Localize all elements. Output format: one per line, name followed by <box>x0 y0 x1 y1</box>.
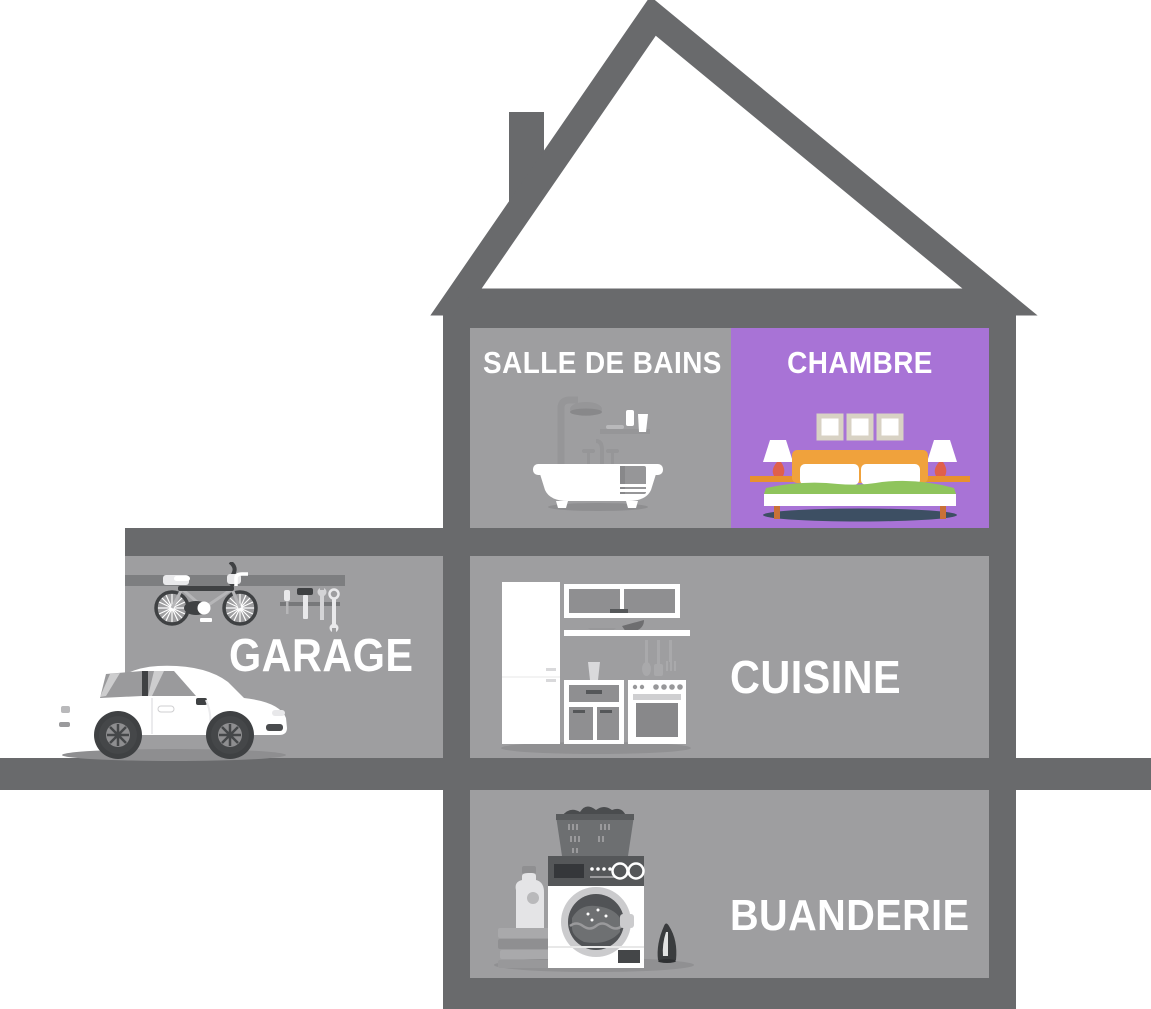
roof-eave <box>443 297 1016 328</box>
hammer-icon <box>297 588 313 619</box>
tools-icon <box>280 586 340 633</box>
stove-oven <box>628 680 686 744</box>
kitchen-shadow <box>501 742 691 754</box>
nightstand-lamp-left <box>750 440 804 482</box>
faucet-spout <box>595 439 604 464</box>
b-pillar <box>142 671 148 696</box>
hanging-utensils <box>642 640 676 676</box>
bottle <box>626 410 634 426</box>
bathtub-shower-icon <box>533 396 663 511</box>
blanket <box>764 480 956 494</box>
roof-and-chimney <box>430 0 1038 328</box>
tool-rail <box>280 602 340 606</box>
house-base <box>443 978 1016 1009</box>
wrench-icon <box>317 586 327 620</box>
bed-shadow <box>763 508 957 522</box>
rear-wheel <box>94 711 142 759</box>
tail-light <box>61 706 70 713</box>
pillow-left <box>800 464 859 485</box>
car-icon <box>59 665 287 761</box>
bathtub-shadow <box>548 503 648 511</box>
wall-right <box>989 300 1016 1009</box>
screwdriver-icon <box>284 590 290 614</box>
faucet-handles <box>582 449 619 464</box>
fridge <box>502 582 560 744</box>
shelf-with-bowls <box>564 620 690 636</box>
upper-cabinet <box>564 584 680 618</box>
car-shadow <box>62 749 286 761</box>
bike-frame <box>170 572 248 622</box>
front-wheel <box>206 711 254 759</box>
room-label-cuisine: CUISINE <box>730 651 902 703</box>
jug <box>588 662 600 680</box>
detergent-bottle <box>515 866 544 928</box>
room-label-buanderie: BUANDERIE <box>730 891 970 940</box>
room-label-chambre: CHAMBRE <box>787 345 933 380</box>
washing-machine-icon <box>494 806 694 972</box>
wall-left <box>443 300 470 1009</box>
room-label-salle-de-bains: SALLE DE BAINS <box>483 345 722 380</box>
nightstand-lamp-right <box>916 440 970 482</box>
base-cabinet <box>564 680 624 744</box>
ground-slab <box>0 758 1151 790</box>
pillow-right <box>861 464 920 485</box>
picture-frames <box>816 413 904 441</box>
soap-dish <box>606 425 624 429</box>
room-label-garage: GARAGE <box>229 629 414 681</box>
ring-spanner-icon <box>328 588 340 633</box>
iron <box>657 923 677 963</box>
shower-pipe <box>557 396 578 466</box>
bicycle-icon <box>154 562 258 626</box>
double-bed-icon <box>750 413 970 522</box>
kitchen-units-icon <box>501 582 691 754</box>
side-mirror <box>196 698 207 705</box>
floor-slab-upper <box>125 528 1016 556</box>
bed-base <box>764 494 956 506</box>
bath-shelf <box>600 429 650 434</box>
head-light <box>272 710 285 716</box>
door-handle <box>157 705 175 713</box>
laundry-basket <box>556 806 634 856</box>
towel-stack <box>498 928 560 968</box>
front-bumper-vent <box>266 724 283 731</box>
washing-machine <box>548 856 645 968</box>
cup <box>638 414 648 432</box>
